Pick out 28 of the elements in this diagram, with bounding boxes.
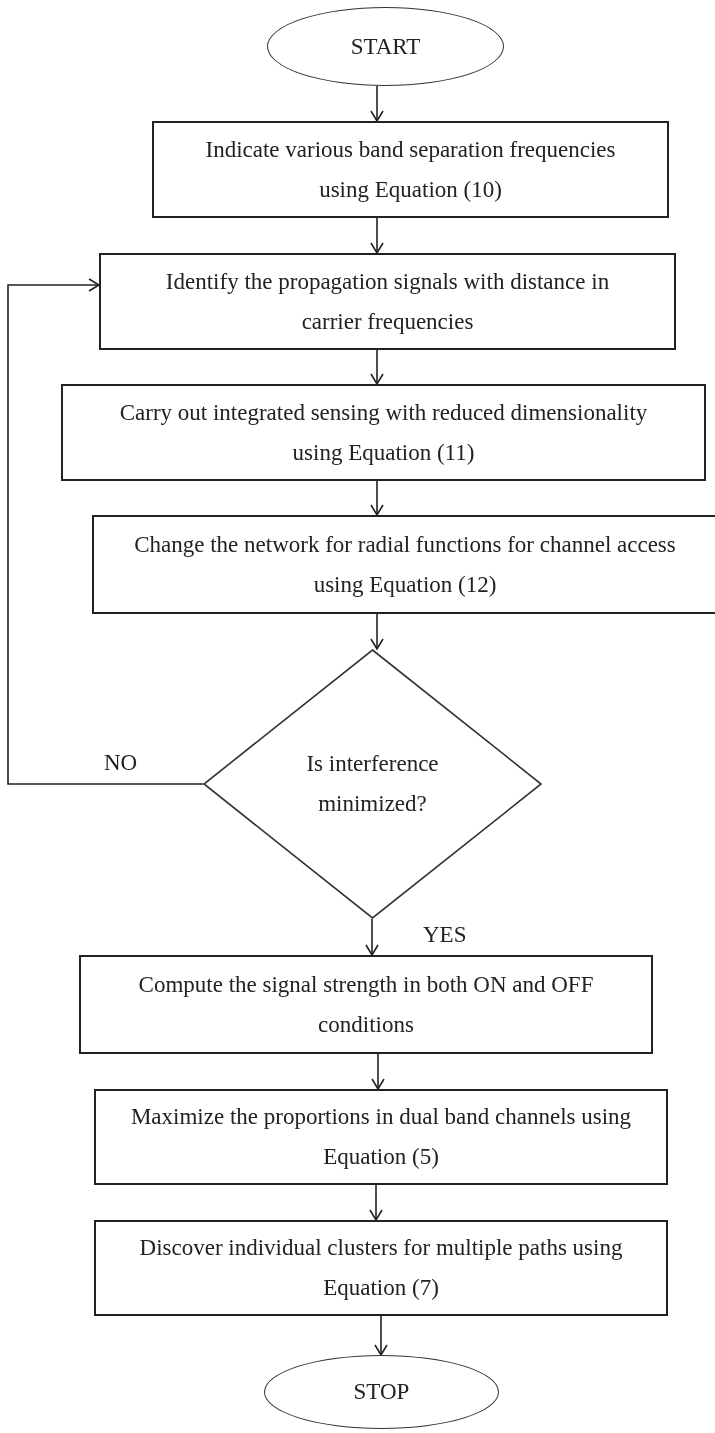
arrow <box>374 1315 388 1356</box>
step-text: STOP <box>352 1378 411 1406</box>
arrow <box>370 480 384 516</box>
step-text: Indicate various band separation frequencies using Equation (10) <box>204 135 617 204</box>
arrow <box>365 918 379 956</box>
step-text: Is interference minimized? <box>305 750 440 818</box>
step-text: Change the network for radial functions for channel access using Equation (12) <box>133 530 677 599</box>
step-text: Identify the propagation signals with distance in carrier frequencies <box>164 267 611 336</box>
process-box <box>94 1089 668 1185</box>
process-box <box>152 121 669 218</box>
arrow <box>369 1184 383 1221</box>
process-box <box>92 515 715 614</box>
step-text: Carry out integrated sensing with reduced dimensionality using Equation (11) <box>118 398 649 467</box>
process-box <box>94 1220 668 1316</box>
step-text: Discover individual clusters for multiple paths using Equation (7) <box>138 1234 624 1302</box>
arrow <box>370 349 384 385</box>
step-text: START <box>349 32 422 61</box>
arrow <box>370 217 384 254</box>
arrow <box>371 1053 385 1090</box>
decision-diamond <box>203 649 542 919</box>
step-text: Maximize the proportions in dual band channels using Equation (5) <box>129 1103 633 1171</box>
step-text: Compute the signal strength in both ON and OFF conditions <box>137 970 595 1039</box>
arrow <box>370 85 384 122</box>
process-box <box>61 384 706 481</box>
process-box <box>99 253 676 350</box>
arrow <box>370 613 384 650</box>
arrow <box>7 278 204 785</box>
process-box <box>79 955 653 1054</box>
